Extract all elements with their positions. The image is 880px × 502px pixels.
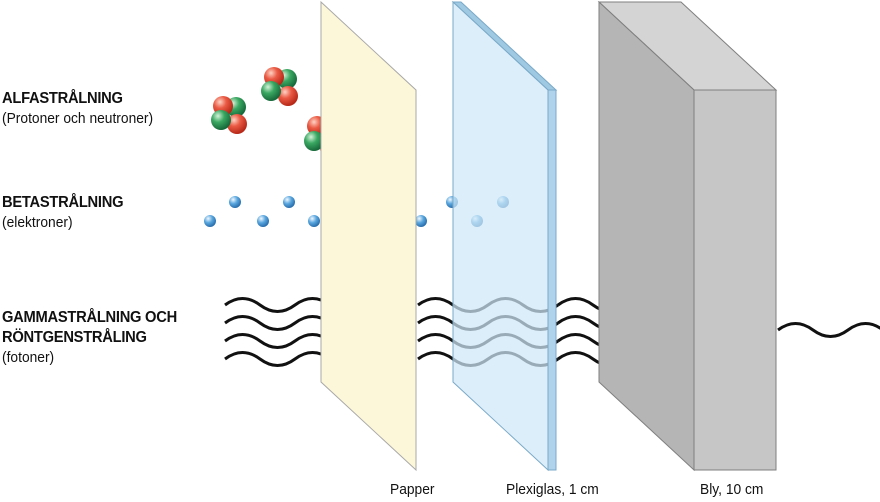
beta-label: BETASTRÅLNING (elektroner)	[2, 193, 134, 233]
gamma-title-line1: GAMMASTRÅLNING OCH	[2, 309, 177, 326]
electron	[229, 196, 241, 208]
alpha-label: ALFASTRÅLNING (Protoner och neutroner)	[2, 89, 166, 129]
electron	[283, 196, 295, 208]
paper-sheet	[320, 0, 417, 472]
plexiglass-caption: Plexiglas, 1 cm	[506, 481, 599, 498]
beta-subtitle: (elektroner)	[2, 214, 73, 231]
gamma-label: GAMMASTRÅLNING OCH RÖNTGENSTRÅLING (foto…	[2, 308, 192, 368]
gamma-wave-after-lead	[777, 322, 880, 338]
electron	[308, 215, 320, 227]
alpha-subtitle: (Protoner och neutroner)	[2, 110, 154, 127]
alpha-particle-1	[211, 96, 247, 134]
beta-title: BETASTRÅLNING	[2, 194, 124, 211]
gamma-subtitle: (fotoner)	[2, 349, 55, 366]
gamma-title-line2: RÖNTGENSTRÅLING	[2, 329, 147, 346]
electron	[415, 215, 427, 227]
lead-block	[597, 0, 778, 472]
alpha-title: ALFASTRÅLNING	[2, 90, 123, 107]
electron	[257, 215, 269, 227]
lead-caption: Bly, 10 cm	[700, 481, 764, 498]
electron	[204, 215, 216, 227]
plexiglass-sheet	[451, 0, 558, 472]
paper-caption: Papper	[390, 481, 435, 498]
alpha-particle-2	[261, 67, 298, 106]
